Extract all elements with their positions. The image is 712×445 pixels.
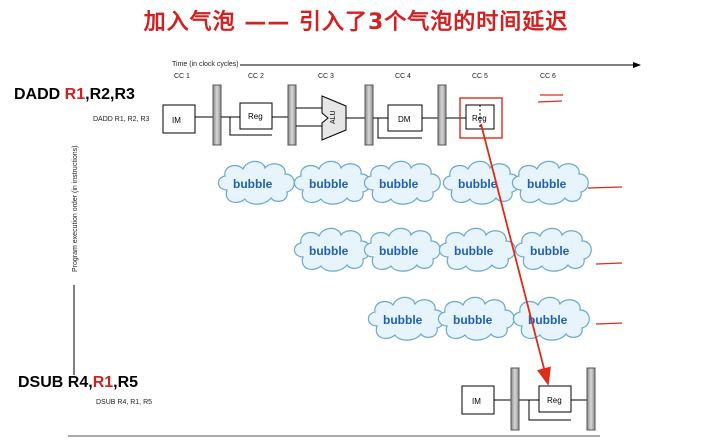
bubble: bubble xyxy=(511,160,589,205)
annotation-mark xyxy=(595,322,623,325)
time-axis-label: Time (in clock cycles) xyxy=(172,61,239,68)
svg-text:bubble: bubble xyxy=(309,177,349,191)
im-stage-label: IM xyxy=(472,397,481,406)
cycle-label-cc4: CC 4 xyxy=(395,73,411,80)
dm-stage xyxy=(387,104,423,132)
pipeline-latch xyxy=(586,367,596,431)
annotation-mark xyxy=(595,262,623,265)
reg-stage-label: Reg xyxy=(547,396,562,405)
bubble: bubble xyxy=(367,296,445,341)
bubble-row-1: bubble bubble bubble bubble bubble xyxy=(217,160,589,205)
svg-text:bubble: bubble xyxy=(527,177,567,191)
dm-stage-label: DM xyxy=(398,115,411,124)
alu-stage-label: ALU xyxy=(330,110,337,124)
annotation-mark xyxy=(587,186,623,189)
reg-writeback-label: Reg xyxy=(472,114,487,123)
bubble: bubble xyxy=(514,227,592,272)
svg-text:bubble: bubble xyxy=(309,244,349,258)
pipeline-latch xyxy=(287,84,297,146)
svg-text:bubble: bubble xyxy=(458,177,498,191)
instruction-2-small-label: DSUB R4, R1, R5 xyxy=(96,399,153,406)
instruction-1-src-regs: ,R2,R3 xyxy=(85,86,135,103)
cycle-label-cc2: CC 2 xyxy=(248,73,264,80)
instruction-2-src-reg: R1 xyxy=(92,374,114,391)
reg-stage-border xyxy=(239,102,273,130)
instruction-2-label: DSUB R4,R1,R5 xyxy=(18,374,138,392)
instruction-1-label: DADD R1,R2,R3 xyxy=(14,86,135,104)
highlight-box xyxy=(459,97,503,139)
bubble: bubble xyxy=(363,160,441,205)
cycle-label-cc5: CC 5 xyxy=(472,73,488,80)
bubble: bubble xyxy=(293,160,371,205)
alu-stage xyxy=(321,95,347,141)
bubble: bubble xyxy=(512,296,590,341)
bubble-row-2: bubble bubble bubble bubble xyxy=(293,227,592,272)
bubble: bubble xyxy=(217,160,295,205)
cycle-label-cc6: CC 6 xyxy=(540,73,556,80)
instruction-2-src-regs: ,R5 xyxy=(113,374,139,391)
annotation-mark xyxy=(537,100,563,103)
pipeline-latch xyxy=(510,367,520,431)
wire xyxy=(229,117,272,136)
svg-text:bubble: bubble xyxy=(379,244,419,258)
im-stage xyxy=(162,104,196,134)
bubble-row-3: bubble bubble bubble xyxy=(367,296,590,341)
svg-text:bubble: bubble xyxy=(453,313,493,327)
cycle-label-cc1: CC 1 xyxy=(174,73,190,80)
svg-text:bubble: bubble xyxy=(454,244,494,258)
pipeline-latch xyxy=(212,84,222,146)
cycle-label-cc3: CC 3 xyxy=(318,73,334,80)
bubble: bubble xyxy=(438,227,516,272)
svg-text:bubble: bubble xyxy=(530,244,570,258)
instruction-2-op: DSUB R4, xyxy=(18,374,93,391)
instruction-1-op: DADD xyxy=(14,86,65,103)
program-order-label: Program execution order (in instructions… xyxy=(72,146,79,272)
reg-stage-label: Reg xyxy=(248,112,263,121)
svg-text:bubble: bubble xyxy=(383,313,423,327)
pipeline-latch xyxy=(364,84,374,146)
instruction-2-pipeline: IM Reg xyxy=(461,367,596,431)
svg-text:bubble: bubble xyxy=(233,177,273,191)
instruction-1-pipeline: IM Reg ALU DM Reg xyxy=(162,84,495,146)
svg-text:bubble: bubble xyxy=(528,313,568,327)
instruction-1-dest-reg: R1 xyxy=(64,86,86,103)
instruction-1-small-label: DADD R1, R2, R3 xyxy=(93,116,150,123)
bubble: bubble xyxy=(437,296,515,341)
im-stage-label: IM xyxy=(172,116,181,125)
bubble: bubble xyxy=(363,227,441,272)
page-title: 加入气泡 —— 引入了3个气泡的时间延迟 xyxy=(143,10,569,35)
bubble: bubble xyxy=(293,227,371,272)
dependency-arrow xyxy=(480,123,551,386)
pipeline-latch xyxy=(437,84,447,146)
svg-text:bubble: bubble xyxy=(379,177,419,191)
bubble: bubble xyxy=(442,160,520,205)
